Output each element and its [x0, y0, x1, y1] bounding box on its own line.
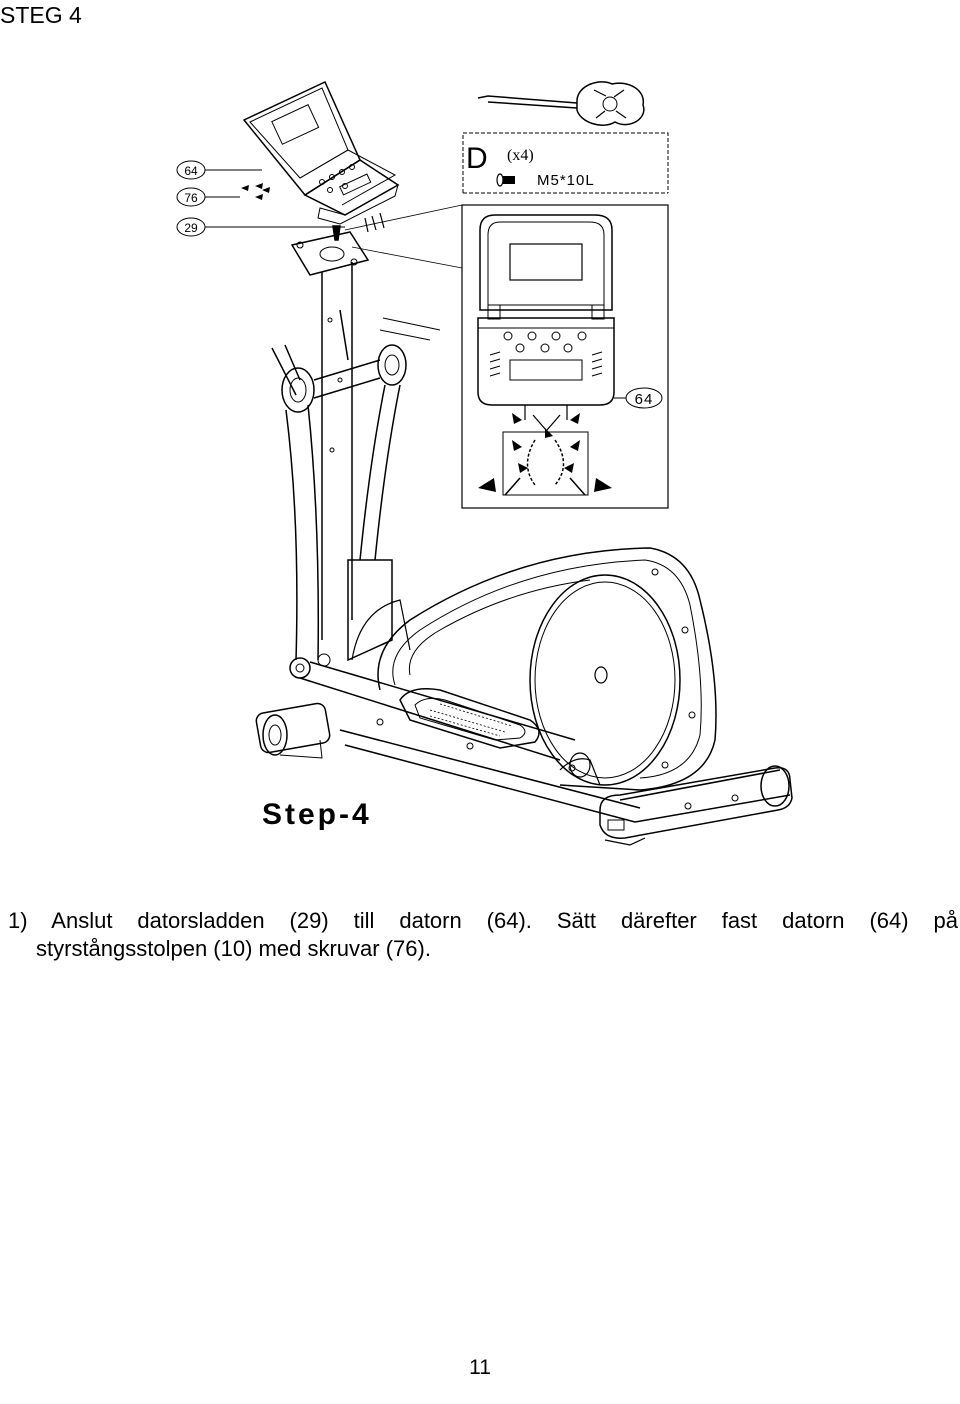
svg-text:64: 64: [184, 164, 198, 178]
page-number: 11: [469, 1356, 491, 1379]
callout-64: 64: [176, 160, 262, 180]
svg-text:D: D: [466, 142, 488, 175]
hardware-box: D (x4) M5*10L: [462, 132, 669, 194]
callout-29: 29: [176, 217, 345, 237]
mounting-plate-icon: [290, 225, 370, 276]
arrow-icon: [478, 413, 612, 492]
instruction-line-1: 1) Anslut datorsladden (29) till datorn …: [8, 908, 958, 933]
console-icon: [242, 80, 400, 233]
detail-box: [461, 204, 669, 509]
elliptical-trainer-icon: [255, 262, 793, 846]
svg-text:76: 76: [184, 191, 198, 205]
callout-76: 76: [176, 187, 240, 207]
page-title: STEG 4: [0, 2, 82, 28]
detail-callout-64: 64: [614, 387, 663, 409]
screw-icon: [496, 173, 515, 187]
assembly-illustration: 64 76 29: [176, 80, 793, 846]
svg-text:(x4): (x4): [507, 147, 534, 164]
instruction-text: 1) Anslut datorsladden (29) till datorn …: [8, 907, 958, 963]
svg-text:M5*10L: M5*10L: [537, 172, 595, 189]
screwdriver-icon: [477, 81, 645, 126]
step-heading: Step-4: [262, 798, 372, 831]
instruction-line-2: styrstångsstolpen (10) med skruvar (76).: [36, 936, 431, 961]
svg-text:29: 29: [184, 221, 198, 235]
screw-icon: [241, 183, 270, 200]
svg-text:64: 64: [635, 391, 654, 408]
